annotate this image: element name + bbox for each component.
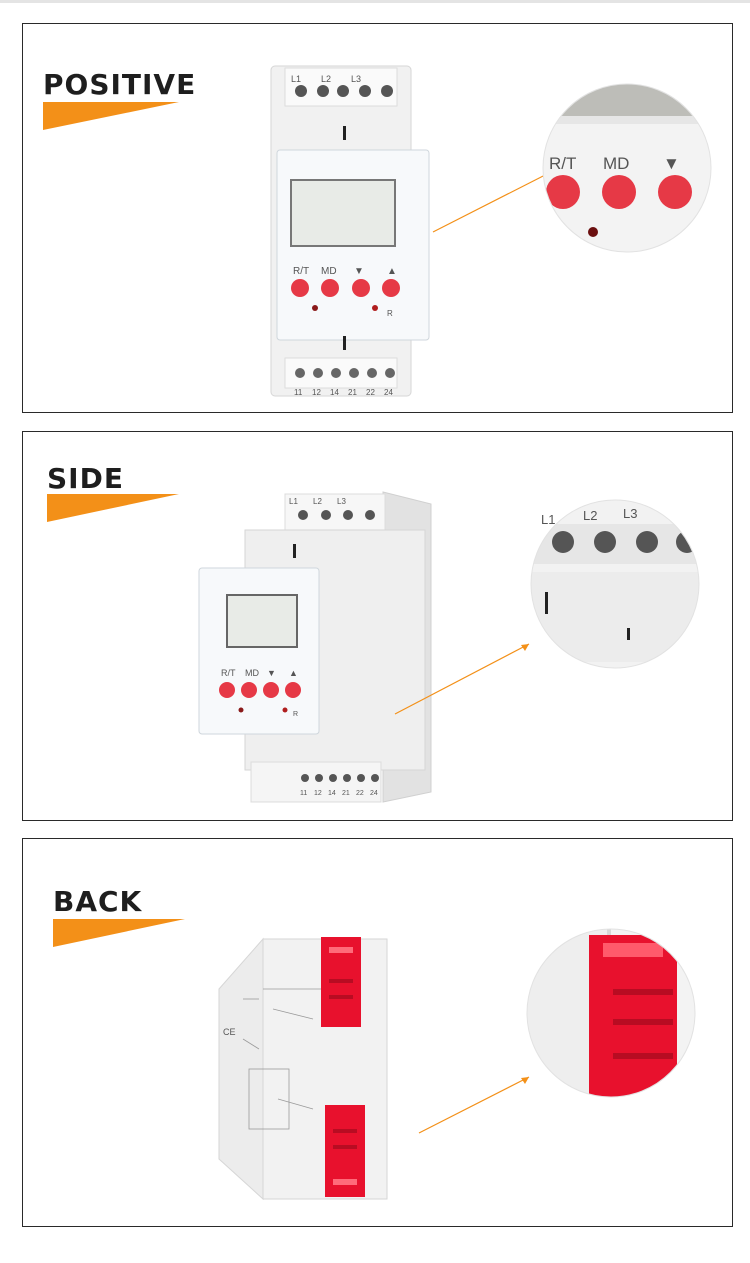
- button-label-up: ▲: [387, 266, 397, 277]
- side-terminal-24: 24: [370, 790, 378, 797]
- terminal-label-24: 24: [384, 388, 393, 397]
- positive-illustration: L1 L2 L3 R/T MD ▼ ▲ R 11 12 14 21 22: [270, 65, 712, 397]
- side-terminal-14: 14: [328, 790, 336, 797]
- button-label-md: MD: [321, 266, 337, 277]
- side-terminal-11: 11: [300, 790, 307, 797]
- up-button: [382, 279, 400, 297]
- button-label-down: ▼: [354, 266, 364, 277]
- zoom-clip-detail: [527, 929, 695, 1097]
- top-divider: [0, 0, 750, 3]
- terminal-label-21: 21: [348, 388, 357, 397]
- side-terminal-l2: L2: [313, 497, 322, 506]
- side-reset-label: R: [293, 711, 298, 718]
- side-terminal-12: 12: [314, 790, 322, 797]
- zoom-label-md: MD: [603, 154, 629, 173]
- terminal-label-22: 22: [366, 388, 375, 397]
- terminal-label-14: 14: [330, 388, 339, 397]
- side-label-up: ▲: [289, 668, 298, 678]
- din-rail-clip-top: [321, 937, 361, 1027]
- wiring-diagram: [242, 988, 323, 1130]
- side-terminal-21: 21: [342, 790, 350, 797]
- side-pointer-arrow: [394, 643, 530, 715]
- terminal-label-11: 11: [294, 388, 303, 397]
- zoom-terminals-detail: [531, 500, 699, 668]
- back-view-panel: BACK CE: [22, 838, 733, 1227]
- back-heading: BACK: [53, 885, 143, 918]
- side-lcd-display: [226, 594, 298, 648]
- zoom-terminal-l1: L1: [541, 512, 555, 527]
- reset-label: R: [387, 309, 393, 318]
- terminal-label-12: 12: [312, 388, 321, 397]
- side-bottom-screws: [301, 774, 379, 782]
- positive-view-panel: POSITIVE L1 L2 L3 R/T MD ▼ ▲ R: [22, 23, 733, 413]
- side-terminal-l1: L1: [289, 497, 298, 506]
- side-transparent-cover: [198, 567, 320, 735]
- ce-mark: CE: [223, 1027, 236, 1037]
- side-view-panel: SIDE L1 L2 L3 R/T MD ▼ ▲ R: [22, 431, 733, 821]
- side-terminal-l3: L3: [337, 497, 346, 506]
- zoom-terminal-l2: L2: [583, 508, 597, 523]
- terminal-label-l1: L1: [291, 74, 301, 84]
- zoom-label-down: ▼: [663, 154, 680, 173]
- side-terminal-22: 22: [356, 790, 364, 797]
- side-heading: SIDE: [47, 462, 124, 495]
- relay-led: [372, 305, 378, 311]
- zoom-buttons-detail: [543, 84, 711, 252]
- bottom-screws: [295, 368, 395, 378]
- positive-accent-swoosh: [43, 102, 179, 130]
- down-button: [352, 279, 370, 297]
- side-label-rt: R/T: [221, 668, 236, 678]
- power-led: [312, 305, 318, 311]
- side-illustration: L1 L2 L3 R/T MD ▼ ▲ R 11 12 14 21 22 24: [198, 491, 700, 803]
- back-illustration: CE: [218, 928, 696, 1201]
- terminal-label-l3: L3: [351, 74, 361, 84]
- top-screws: [295, 85, 393, 97]
- positive-heading: POSITIVE: [43, 68, 197, 101]
- din-rail-clip-bottom: [325, 1105, 365, 1197]
- side-top-screws: [298, 510, 375, 520]
- pointer-arrow: [432, 171, 552, 233]
- zoom-terminal-l3: L3: [623, 506, 637, 521]
- back-accent-swoosh: [53, 919, 185, 947]
- rt-button: [291, 279, 309, 297]
- terminal-label-l2: L2: [321, 74, 331, 84]
- zoom-label-rt: R/T: [549, 154, 576, 173]
- side-label-md: MD: [245, 668, 259, 678]
- side-accent-swoosh: [47, 494, 179, 522]
- md-button: [321, 279, 339, 297]
- back-pointer-arrow: [418, 1076, 530, 1134]
- lcd-display: [290, 179, 396, 247]
- button-label-rt: R/T: [293, 266, 309, 277]
- side-label-down: ▼: [267, 668, 276, 678]
